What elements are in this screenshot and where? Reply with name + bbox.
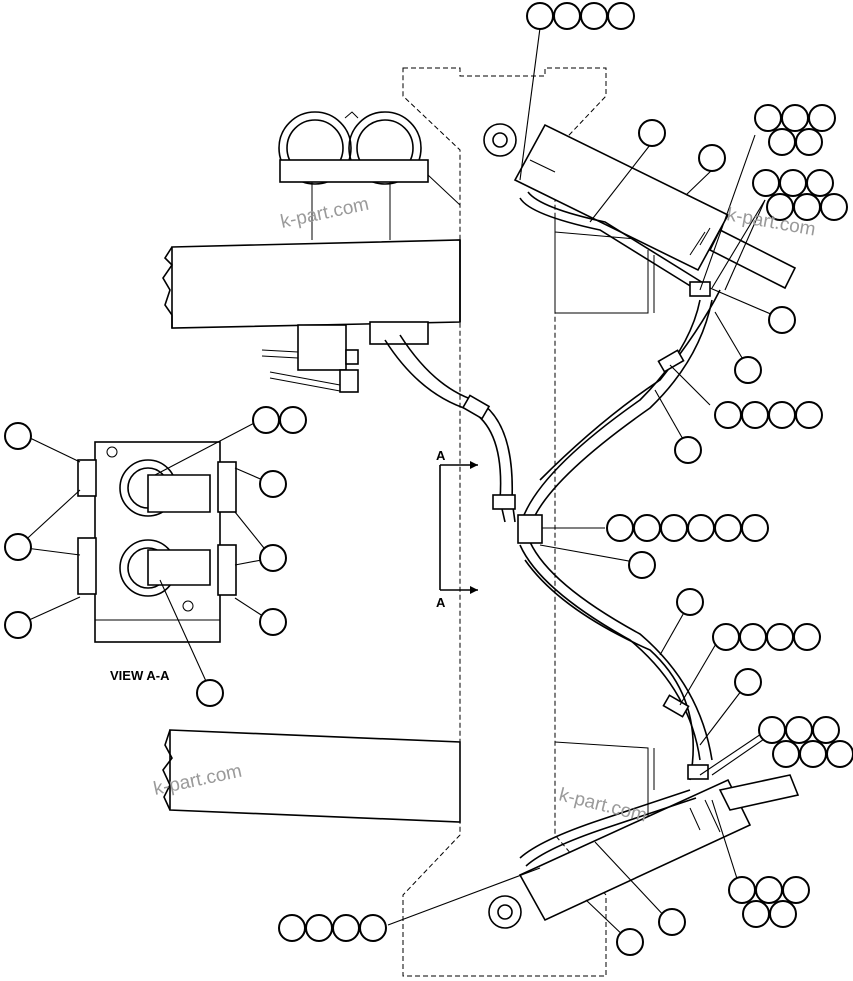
hose-clamps (278, 111, 461, 240)
watermark-1: k-part.com (279, 194, 371, 233)
lower-cylinder (488, 774, 800, 929)
view-a-a-label: VIEW A-A (110, 668, 170, 683)
callout-bubbles (4, 2, 853, 956)
valve-block (261, 321, 429, 393)
view-a-a-block: VIEW A-A (77, 441, 237, 683)
section-label-bottom: A (436, 595, 446, 610)
dashed-frame-outline (402, 67, 607, 977)
upper-beam (162, 239, 461, 329)
hose-fittings (461, 281, 711, 780)
watermark-4: k-part.com (557, 784, 649, 826)
lower-beam (162, 729, 655, 840)
section-label-top: A (436, 448, 446, 463)
upper-cylinder (483, 123, 797, 290)
section-marker-a: A A (436, 448, 478, 610)
